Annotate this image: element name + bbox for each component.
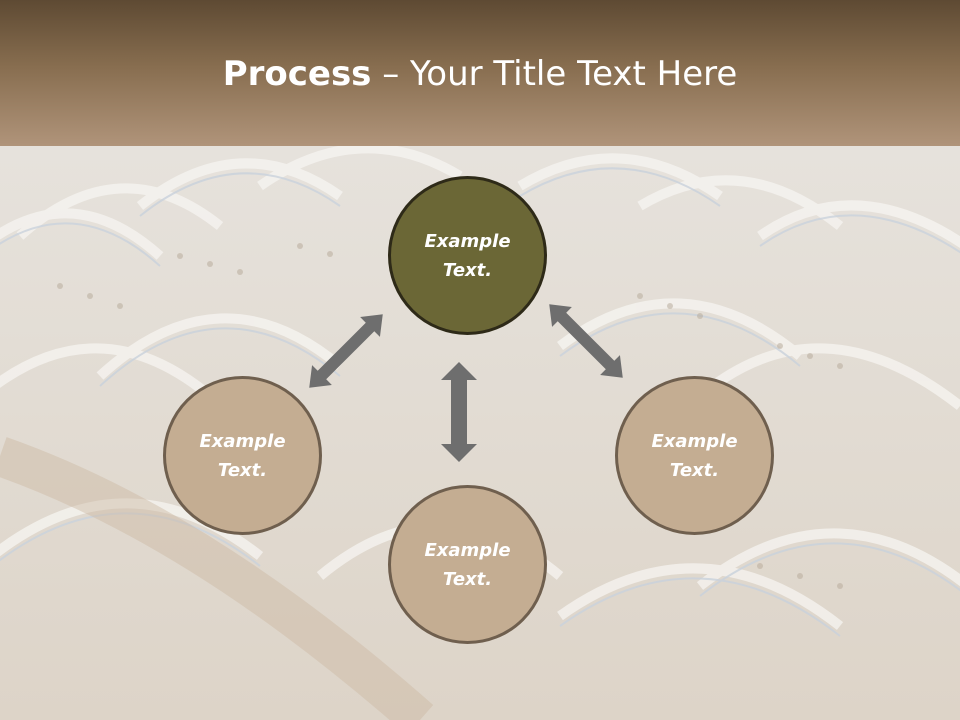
right-node[interactable]: Example Text. — [615, 376, 774, 535]
title-bar: Process – Your Title Text Here — [0, 0, 960, 146]
title-bold-part: Process — [222, 54, 372, 94]
center-node[interactable]: Example Text. — [388, 176, 547, 335]
arrow-center-left — [309, 314, 383, 388]
bottom-node-label: Example Text. — [424, 539, 511, 590]
title-rest-part: – Your Title Text Here — [371, 54, 738, 94]
right-node-label: Example Text. — [651, 430, 738, 481]
left-node[interactable]: Example Text. — [163, 376, 322, 535]
arrow-center-bottom — [441, 362, 477, 462]
bottom-node[interactable]: Example Text. — [388, 485, 547, 644]
center-node-label: Example Text. — [424, 230, 511, 281]
left-node-label: Example Text. — [199, 430, 286, 481]
arrow-center-right — [549, 304, 623, 378]
slide-title[interactable]: Process – Your Title Text Here — [0, 52, 960, 96]
